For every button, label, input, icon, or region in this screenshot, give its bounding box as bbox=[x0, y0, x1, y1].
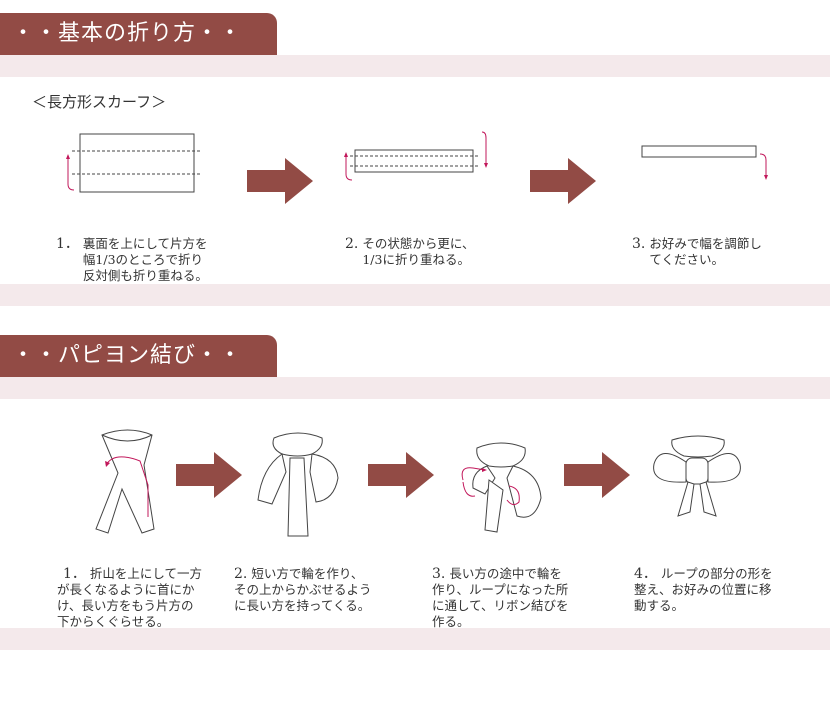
step-text: 短い方で輪を作り、 その上からかぶせるよう に長い方を持ってくる。 bbox=[234, 566, 372, 613]
fold-step3-illustration bbox=[641, 145, 768, 180]
step-number: 1． bbox=[56, 236, 79, 252]
bow-step3-illustration bbox=[461, 442, 542, 533]
step-text: ループの部分の形を 整え、お好みの位置に移 動する。 bbox=[634, 566, 773, 613]
arrow-right-icon bbox=[368, 452, 434, 498]
bow-step4-illustration bbox=[653, 435, 741, 517]
arrow-right-icon bbox=[564, 452, 630, 498]
bow-step1-caption: 1．折山を上にして一方 が長くなるように首にか け、長い方をもう片方の 下からく… bbox=[57, 550, 202, 630]
bow-step4-caption: 4．ループの部分の形を 整え、お好みの位置に移 動する。 bbox=[634, 550, 773, 614]
fold-step3-caption: 3.お好みで幅を調節し てください。 bbox=[632, 220, 762, 268]
bow-step3-caption: 3.長い方の途中で輪を 作り、ループになった所 に通して、リボン結びを 作る。 bbox=[432, 550, 569, 630]
section2-header-stripe bbox=[0, 377, 830, 399]
step-number: 2. bbox=[234, 566, 248, 582]
step-text: その状態から更に、 1/3に折り重ねる。 bbox=[362, 236, 475, 267]
section2-title: ・・パピヨン結び・・ bbox=[0, 335, 277, 377]
bow-step2-caption: 2.短い方で輪を作り、 その上からかぶせるよう に長い方を持ってくる。 bbox=[234, 550, 372, 614]
step-number: 4． bbox=[634, 566, 657, 582]
step-number: 3. bbox=[632, 236, 646, 252]
section2-footer-band bbox=[0, 628, 830, 650]
section1-footer-band bbox=[0, 284, 830, 306]
step-number: 2. bbox=[345, 236, 359, 252]
bow-step2-illustration bbox=[257, 432, 339, 537]
arrow-right-icon bbox=[176, 452, 242, 498]
fold-step2-caption: 2.その状態から更に、 1/3に折り重ねる。 bbox=[345, 220, 475, 268]
step-number: 1． bbox=[63, 566, 86, 582]
fold-step1-caption: 1．裏面を上にして片方を 幅1/3のところで折り 反対側も折り重ねる。 bbox=[56, 220, 208, 284]
fold-step2-illustration bbox=[344, 131, 488, 181]
section1-title: ・・基本の折り方・・ bbox=[0, 13, 277, 55]
section1-subtitle: ＜長方形スカーフ＞ bbox=[32, 93, 167, 111]
fold-step1-illustration bbox=[66, 133, 202, 193]
arrow-right-icon bbox=[247, 158, 313, 204]
step-number: 3. bbox=[432, 566, 446, 582]
section1-header-stripe bbox=[0, 55, 830, 77]
step-text: 裏面を上にして片方を 幅1/3のところで折り 反対側も折り重ねる。 bbox=[82, 236, 208, 283]
step-text: お好みで幅を調節し てください。 bbox=[649, 236, 762, 267]
arrow-right-icon bbox=[530, 158, 596, 204]
bow-step1-illustration bbox=[95, 429, 155, 534]
step-text: 折山を上にして一方 が長くなるように首にか け、長い方をもう片方の 下からくぐら… bbox=[57, 566, 203, 629]
step-text: 長い方の途中で輪を 作り、ループになった所 に通して、リボン結びを 作る。 bbox=[432, 566, 569, 629]
